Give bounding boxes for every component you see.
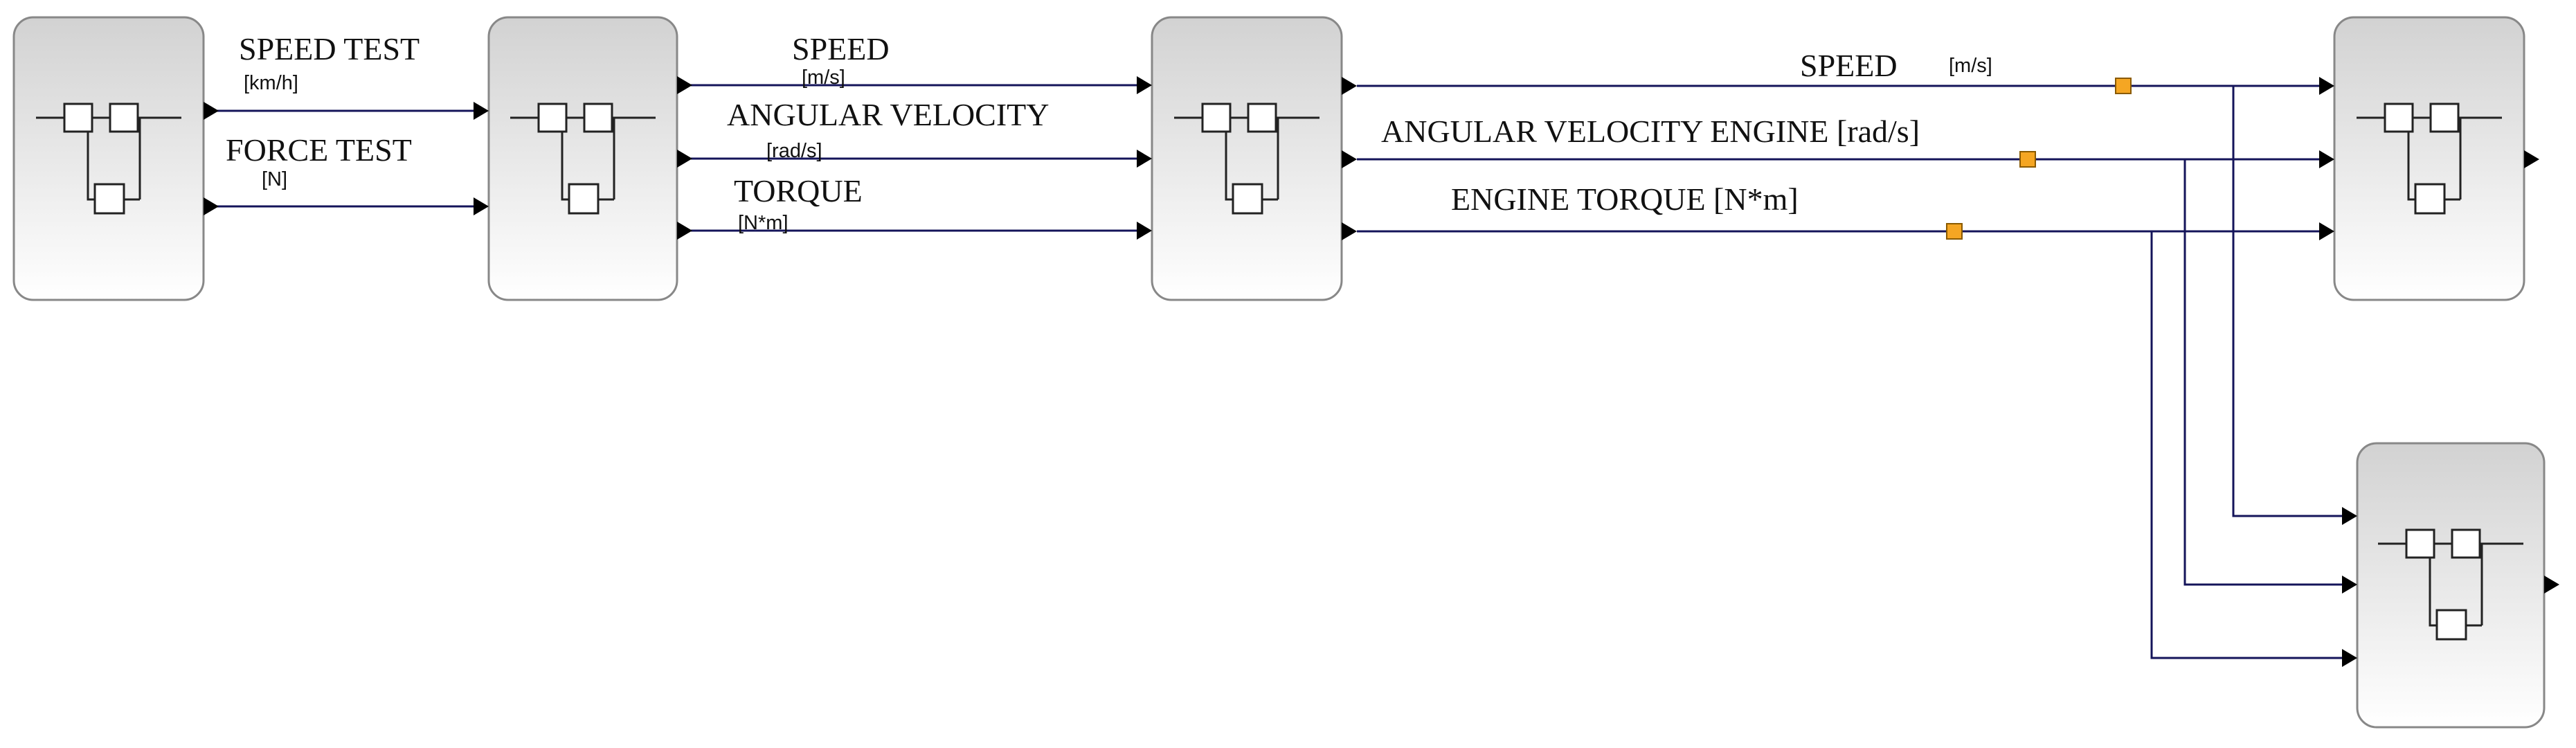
block-5-body[interactable] [2356,442,2546,729]
block-5[interactable] [2342,442,2559,729]
block-2-output-port-3[interactable] [677,222,692,240]
block-4-output-port-1[interactable] [2524,150,2539,168]
superblock-icon [36,103,181,215]
label-angular-velocity-unit: [rad/s] [766,140,822,162]
label-angular-velocity: ANGULAR VELOCITY [727,97,1050,132]
label-speed-test: SPEED TEST [239,31,420,66]
block-5-input-port-2[interactable] [2342,576,2357,594]
block-3-output-port-1[interactable] [1342,77,1357,95]
split-marker-angular-velocity[interactable] [2019,151,2036,168]
superblock-icon [2357,103,2502,215]
label-force-test-unit: [N] [262,168,287,190]
block-4-body[interactable] [2333,16,2525,301]
block-3-output-port-3[interactable] [1342,222,1357,240]
block-1[interactable] [12,16,219,301]
block-3[interactable] [1137,16,1357,301]
block-1-output-port-1[interactable] [204,102,219,120]
block-2-input-port-1[interactable] [474,102,489,120]
block-2-input-port-2[interactable] [474,197,489,215]
label-speed-test-unit: [km/h] [244,72,298,94]
wire-speed-branch[interactable] [2232,86,2345,517]
label-speed-out: SPEED [1800,48,1898,83]
split-markers [1946,78,2132,240]
block-4[interactable] [2319,16,2539,301]
wires [212,84,2345,659]
block-1-body[interactable] [12,16,205,301]
block-4-input-port-3[interactable] [2319,222,2334,240]
block-5-input-port-1[interactable] [2342,507,2357,525]
split-marker-speed[interactable] [2115,78,2132,94]
label-engine-torque: ENGINE TORQUE [N*m] [1451,181,1799,217]
superblock-icon [510,103,656,215]
blocks [12,16,2559,729]
label-speed-out-unit: [m/s] [1949,55,1992,77]
block-3-output-port-2[interactable] [1342,150,1357,168]
block-5-output-port-1[interactable] [2544,576,2559,594]
superblock-icon [1174,103,1319,215]
block-5-input-port-3[interactable] [2342,649,2357,667]
label-force-test: FORCE TEST [226,132,412,168]
label-speed-unit: [m/s] [802,66,845,89]
superblock-icon [2378,528,2523,641]
labels: SPEED TEST [km/h] FORCE TEST [N] SPEED [… [226,31,1992,234]
block-4-input-port-1[interactable] [2319,77,2334,95]
label-torque-unit: [N*m] [738,212,789,234]
wire-engine-torque-branch[interactable] [2150,231,2345,659]
block-2-output-port-1[interactable] [677,76,692,94]
block-2[interactable] [474,16,692,301]
block-3-body[interactable] [1151,16,1343,301]
block-3-input-port-1[interactable] [1137,76,1152,94]
block-4-input-port-2[interactable] [2319,150,2334,168]
block-2-output-port-2[interactable] [677,150,692,168]
label-torque: TORQUE [734,173,863,208]
label-angular-velocity-engine: ANGULAR VELOCITY ENGINE [rad/s] [1381,114,1920,149]
wire-angular-velocity-branch[interactable] [2183,159,2345,586]
block-3-input-port-3[interactable] [1137,222,1152,240]
block-2-body[interactable] [487,16,678,301]
label-speed: SPEED [792,31,890,66]
block-3-input-port-2[interactable] [1137,150,1152,168]
block-1-output-port-2[interactable] [204,197,219,215]
split-marker-engine-torque[interactable] [1946,223,1963,240]
